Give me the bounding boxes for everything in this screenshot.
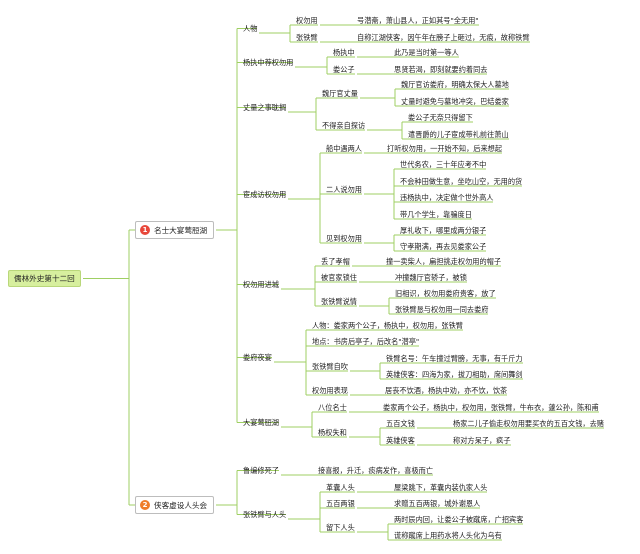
detail-node: 遣晋爵的儿子宦成带礼前往萧山 [408,130,509,139]
topic-node[interactable]: 权勿用进城 [243,280,279,289]
number-badge-2: 2 [140,500,150,510]
detail-node: 冲撞魏厅官轿子，被锁 [395,273,467,282]
detail-node: 屋梁跳下，革囊内装仇家人头 [394,483,488,492]
subtopic-node[interactable]: 八位名士 [318,403,347,412]
subtopic-node[interactable]: 杨权失和 [318,428,347,437]
subtopic-node[interactable]: 船中遇两人 [326,144,362,153]
detail-node: 娄公子无奈只得留下 [408,113,473,122]
subtopic-node[interactable]: 张铁臂说情 [321,297,357,306]
detail-node: 不会种田做生意，坐吃山空，无用的货 [400,177,523,186]
subtopic-node[interactable]: 地点：书房后亭子，后改名"潜亭" [312,337,420,346]
topic-node[interactable]: 人物 [243,24,258,33]
topic-node[interactable]: 鲁编修死了 [243,466,279,475]
subtopic-node[interactable]: 娄公子 [333,65,355,74]
detail-node: 杨家二儿子偷走权勿用要买衣的五百文钱，去赌 [453,419,604,428]
detail-node: 自称江湖侠客，因午年在膀子上砸过，无痕，故称铁臂 [357,33,530,42]
detail-node: 撞一卖柴人，扁担挑走权勿用的帽子 [386,257,502,266]
detail-node: 号潜斋，萧山县人，正如其号"全无用" [357,16,479,25]
detail-node: 丈量时避免与墓地冲突，巴结娄家 [401,97,509,106]
detail-node: 英雄侠客：四海为家，拔刀相助，席间舞剑 [386,370,523,379]
detail-node: 接喜报，升迁，痰病发作，喜极而亡 [318,466,434,475]
detail-node: 打听权勿用，一开始不知，后来想起 [387,144,503,153]
subtopic-node[interactable]: 五百两银 [326,499,355,508]
subtopic-node[interactable]: 见到权勿用 [326,234,362,243]
chapter-node-2[interactable]: 2 侠客虚设人头会 [135,496,215,514]
topic-node[interactable]: 张铁臂与人头 [243,510,287,519]
subtopic-node[interactable]: 权勿用表现 [312,386,348,395]
detail-node: 张铁臂恳与权勿用一同去娄府 [395,305,489,314]
subtopic-node[interactable]: 被官家锁住 [321,273,357,282]
detail-node: 此乃是当时第一等人 [394,48,459,57]
subtopic-node[interactable]: 留下人头 [326,523,355,532]
subtopic-node[interactable]: 张铁臂自吹 [312,362,348,371]
topic-node[interactable]: 丈量之事耽搁 [243,103,287,112]
subtopic-node[interactable]: 权勿用 [296,16,318,25]
topic-node[interactable]: 娄府夜宴 [243,353,272,362]
detail-node: 思贤若渴，即刻就要约着同去 [394,65,488,74]
subtopic-node[interactable]: 不得亲自探访 [322,121,366,130]
subtopic-node[interactable]: 杨执中 [333,48,355,57]
detail-node: 守孝期满，再去见娄家公子 [400,242,487,251]
subtopic-node[interactable]: 人物：娄家两个公子，杨执中，权勿用，张铁臂 [312,321,463,330]
root-node[interactable]: 儒林外史第十二回 [8,270,81,287]
subtopic-node[interactable]: 丢了孝帽 [321,257,350,266]
topic-node[interactable]: 大宴莺脰湖 [243,418,279,427]
detail-node: 带几个学生，靠骗度日 [400,210,472,219]
detail-node: 两时辰内回，让娄公子被蹴席，广招宾客 [394,515,524,524]
detail-node: 求赠五百两银，城外谢恩人 [394,499,481,508]
subtopic-node[interactable]: 二人说勿用 [326,185,362,194]
subtopic-node[interactable]: 张铁臂 [296,33,318,42]
detail-node: 违杨执中，决定做个世外高人 [400,193,494,202]
subtopic-node[interactable]: 五百文钱 [386,419,415,428]
number-badge-1: 1 [140,225,150,235]
chapter-title: 名士大宴莺脰湖 [154,225,208,235]
subtopic-node[interactable]: 英雄侠客 [386,436,415,445]
detail-node: 旧相识，权勿用娄府贵客，放了 [395,289,496,298]
detail-node: 娄家两个公子，杨执中，权勿用，张铁臂，牛布衣，蘧公孙，陈和甫 [383,403,599,412]
detail-node: 称对方呆子，疯子 [453,436,511,445]
detail-node: 世代务农，三十年应考不中 [400,160,487,169]
subtopic-node[interactable]: 魏厅官丈量 [322,89,358,98]
detail-node: 魏厅官访娄府，明确太保大人墓地 [401,80,509,89]
detail-node: 谎称蹴席上用药水将人头化为乌有 [394,531,502,540]
topic-node[interactable]: 宦成访权勿用 [243,190,287,199]
detail-node: 铁臂名号：午车撞过臂膀，无事，有千斤力 [386,354,523,363]
subtopic-node[interactable]: 革囊人头 [326,483,355,492]
detail-node: 居丧不饮酒，杨执中劝，亦不饮，饮茶 [385,386,508,395]
chapter-title: 侠客虚设人头会 [154,500,208,510]
chapter-node-1[interactable]: 1 名士大宴莺脰湖 [135,221,215,239]
topic-node[interactable]: 杨执中荐权勿用 [243,58,294,67]
detail-node: 厚礼收下，哪里成两分银子 [400,226,487,235]
